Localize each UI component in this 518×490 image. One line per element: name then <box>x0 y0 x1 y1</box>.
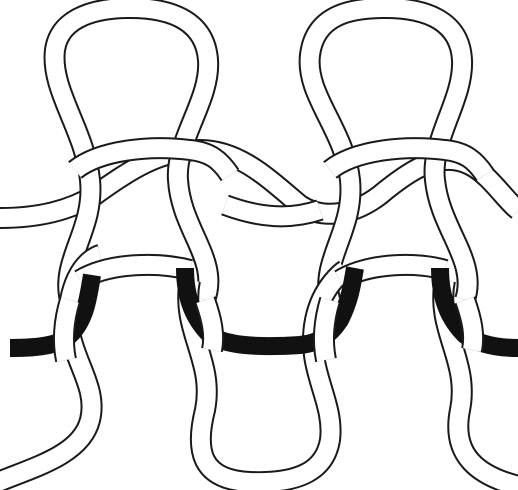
lower-light-course <box>80 265 445 280</box>
